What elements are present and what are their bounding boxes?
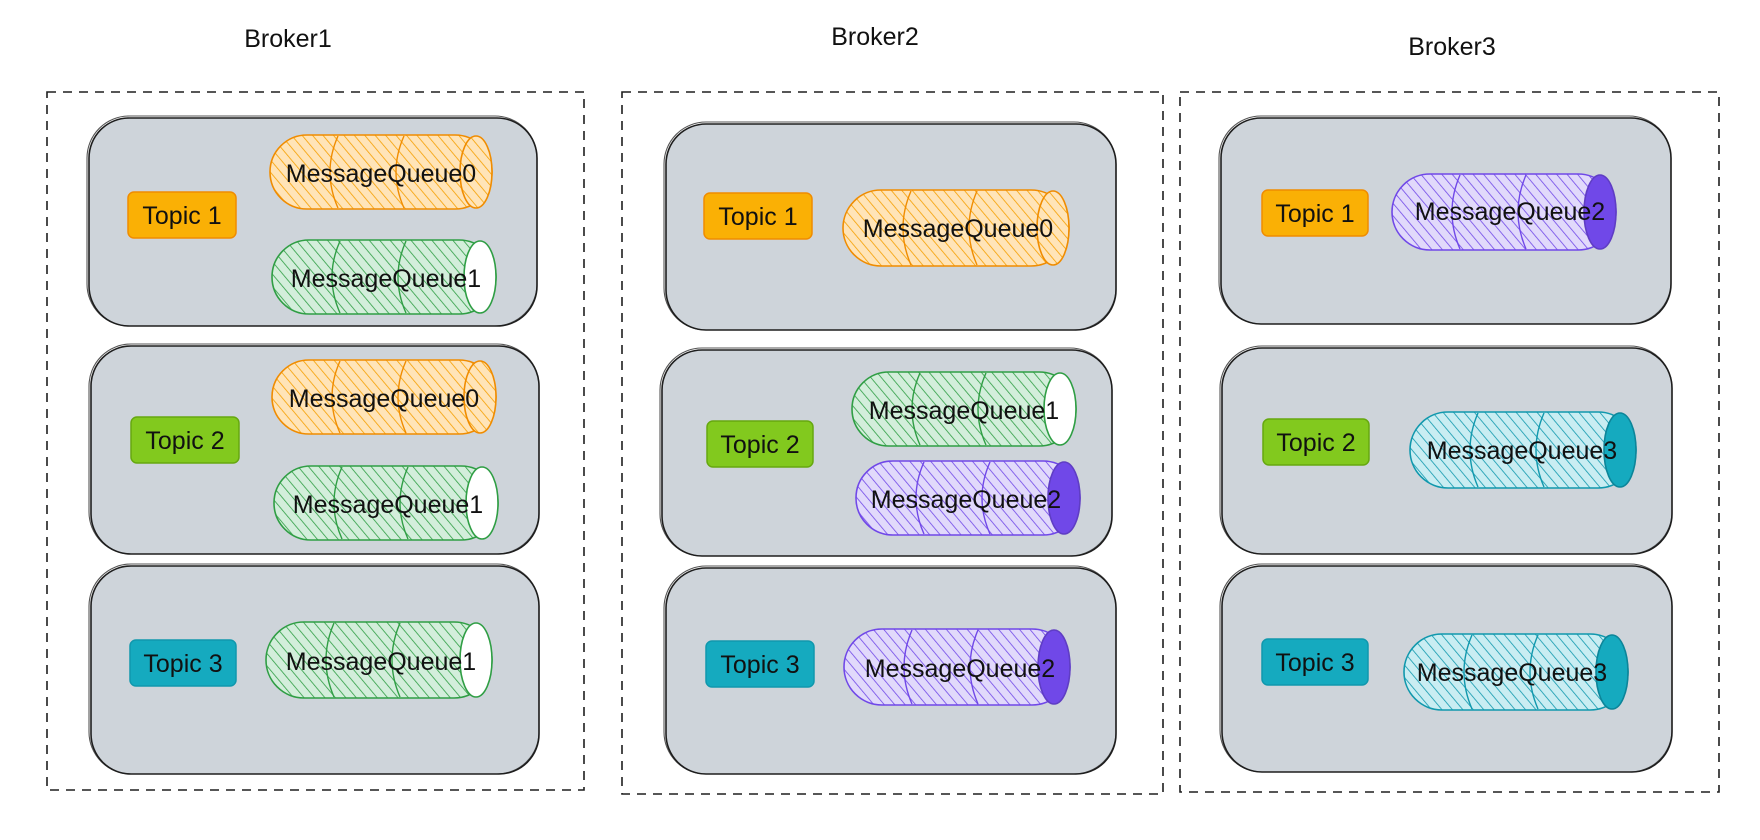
broker-title: Broker2: [831, 23, 919, 51]
queue-cap: [459, 622, 493, 698]
topic-label: Topic 3: [1275, 649, 1354, 677]
message-queue: MessageQueue0: [269, 134, 493, 210]
topic-label: Topic 3: [143, 650, 222, 678]
queue-label: MessageQueue2: [871, 486, 1061, 514]
broker-frame: [46, 91, 585, 791]
queue-label: MessageQueue1: [869, 397, 1059, 425]
topic-label: Topic 2: [1276, 429, 1355, 457]
queue-label: MessageQueue2: [1415, 198, 1605, 226]
queue-cap: [459, 135, 493, 209]
broker-1: Broker1 Topic 1 MessageQueue0 MessageQue…: [46, 25, 585, 791]
topic-group: Topic 2 MessageQueue1 MessageQueue2: [659, 347, 1113, 557]
topic-badge: [1261, 638, 1369, 686]
topic-badge: [1261, 189, 1369, 237]
queue-label: MessageQueue1: [286, 648, 476, 676]
topic-group: Topic 2 MessageQueue0 MessageQueue1: [88, 343, 540, 555]
message-queue: MessageQueue1: [851, 371, 1077, 447]
message-queue: MessageQueue1: [265, 621, 493, 699]
topic-badge: [703, 192, 813, 240]
queue-cap: [1043, 372, 1077, 446]
message-queue: MessageQueue0: [842, 189, 1070, 267]
queue-cap: [465, 466, 499, 540]
topic-group: Topic 1 MessageQueue0 MessageQueue1: [86, 115, 538, 327]
topic-group: Topic 3 MessageQueue2: [663, 565, 1117, 775]
topic-label: Topic 2: [145, 427, 224, 455]
topic-group: Topic 3 MessageQueue1: [88, 563, 540, 775]
queue-cap: [1037, 629, 1071, 705]
message-queue: MessageQueue1: [273, 465, 499, 541]
queue-label: MessageQueue0: [286, 160, 476, 188]
queue-cap: [1583, 174, 1617, 250]
topic-label: Topic 2: [720, 431, 799, 459]
topic-group: Topic 3 MessageQueue3: [1219, 563, 1673, 773]
message-queue: MessageQueue1: [271, 239, 497, 315]
topic-label: Topic 1: [1275, 200, 1354, 228]
queue-label: MessageQueue0: [863, 215, 1053, 243]
topic-badge: [1262, 418, 1370, 466]
broker-title: Broker3: [1408, 33, 1496, 61]
queue-cap: [1036, 190, 1070, 266]
queue-label: MessageQueue1: [291, 265, 481, 293]
broker-3: Broker3 Topic 1 MessageQueue2 Topic 2: [1179, 33, 1720, 793]
topic-badge: [127, 191, 237, 239]
queue-cap: [463, 240, 497, 314]
message-queue: MessageQueue3: [1409, 411, 1637, 489]
topic-label: Topic 1: [142, 202, 221, 230]
queue-label: MessageQueue1: [293, 491, 483, 519]
message-queue: MessageQueue2: [1391, 173, 1617, 251]
topic-group: Topic 1 MessageQueue0: [663, 121, 1117, 331]
topic-badge: [706, 420, 814, 468]
topic-label: Topic 1: [718, 203, 797, 231]
topic-group: Topic 2 MessageQueue3: [1219, 345, 1673, 555]
queue-cap: [1047, 461, 1081, 535]
queue-label: MessageQueue0: [289, 385, 479, 413]
message-queue: MessageQueue3: [1403, 633, 1629, 711]
queue-label: MessageQueue3: [1427, 437, 1617, 465]
message-queue: MessageQueue2: [855, 460, 1081, 536]
broker-title: Broker1: [244, 25, 332, 53]
topic-badge: [705, 640, 815, 688]
topic-badge: [130, 416, 240, 464]
queue-cap: [1595, 634, 1629, 710]
topic-group: Topic 1 MessageQueue2: [1218, 115, 1672, 325]
queue-label: MessageQueue3: [1417, 659, 1607, 687]
message-queue: MessageQueue2: [843, 628, 1071, 706]
topic-badge: [129, 639, 237, 687]
queue-cap: [1603, 412, 1637, 488]
broker-2: Broker2 Topic 1 MessageQueue0 Topic 2: [621, 23, 1164, 795]
topic-label: Topic 3: [720, 651, 799, 679]
queue-cap: [463, 360, 497, 434]
broker-frame: [621, 91, 1164, 795]
message-queue: MessageQueue0: [271, 359, 497, 435]
queue-label: MessageQueue2: [865, 655, 1055, 683]
broker-frame: [1179, 91, 1720, 793]
